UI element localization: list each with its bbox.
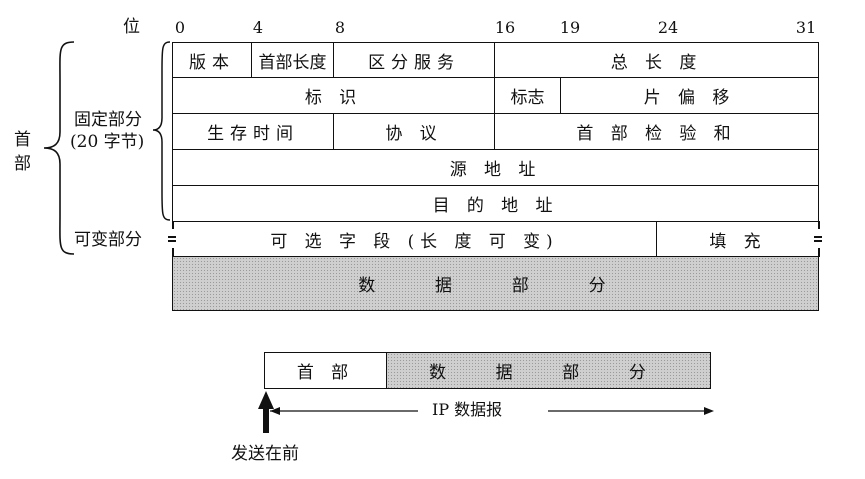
variable-length-marker-left [168, 235, 176, 243]
field-total-length: 总 长 度 [494, 42, 819, 78]
bit-31: 31 [795, 18, 817, 37]
options-left-edge-bottom [172, 248, 174, 257]
field-differentiated-services: 区分服务 [333, 42, 495, 78]
bit-19: 19 [559, 18, 581, 37]
bit-0: 0 [174, 18, 186, 37]
variable-part-label: 可变部分 [74, 230, 142, 250]
send-first-arrow-icon [258, 391, 274, 433]
datagram-length-arrow-icon [270, 407, 714, 415]
options-right-edge-bottom [818, 248, 820, 257]
field-header-checksum: 首 部 检 验 和 [494, 113, 819, 150]
field-protocol: 协 议 [333, 113, 495, 150]
options-right-edge-top [818, 221, 820, 229]
field-source-address: 源 地 址 [172, 149, 819, 186]
field-flags: 标志 [494, 77, 561, 114]
field-identification: 标 识 [172, 77, 495, 114]
field-padding: 填 充 [656, 221, 819, 257]
bit-8: 8 [334, 18, 346, 37]
field-header-length: 首部长度 [251, 42, 334, 78]
datagram-label: IP 数据报 [432, 400, 503, 419]
field-destination-address: 目 的 地 址 [172, 185, 819, 222]
data-part: 数 据 部 分 [172, 256, 819, 311]
fixed-part-size-label: (20 字节) [70, 132, 145, 152]
field-fragment-offset: 片 偏 移 [560, 77, 819, 114]
send-first-label: 发送在前 [231, 444, 299, 464]
bit-axis-label: 位 [123, 17, 140, 37]
bit-16: 16 [494, 18, 516, 37]
bit-4: 4 [252, 18, 264, 37]
fixed-part-brace [152, 41, 171, 221]
variable-length-marker-right [814, 235, 822, 243]
fixed-part-label: 固定部分 [74, 110, 142, 130]
options-left-edge-top [172, 221, 174, 229]
field-version: 版本 [172, 42, 252, 78]
datagram-data: 数 据 部 分 [386, 352, 711, 389]
header-brace [43, 41, 75, 255]
field-time-to-live: 生存时间 [172, 113, 334, 150]
bit-24: 24 [657, 18, 679, 37]
datagram-header: 首 部 [264, 352, 387, 389]
header-label: 首 部 [14, 130, 31, 174]
field-options: 可 选 字 段 (长 度 可 变) [172, 221, 657, 257]
